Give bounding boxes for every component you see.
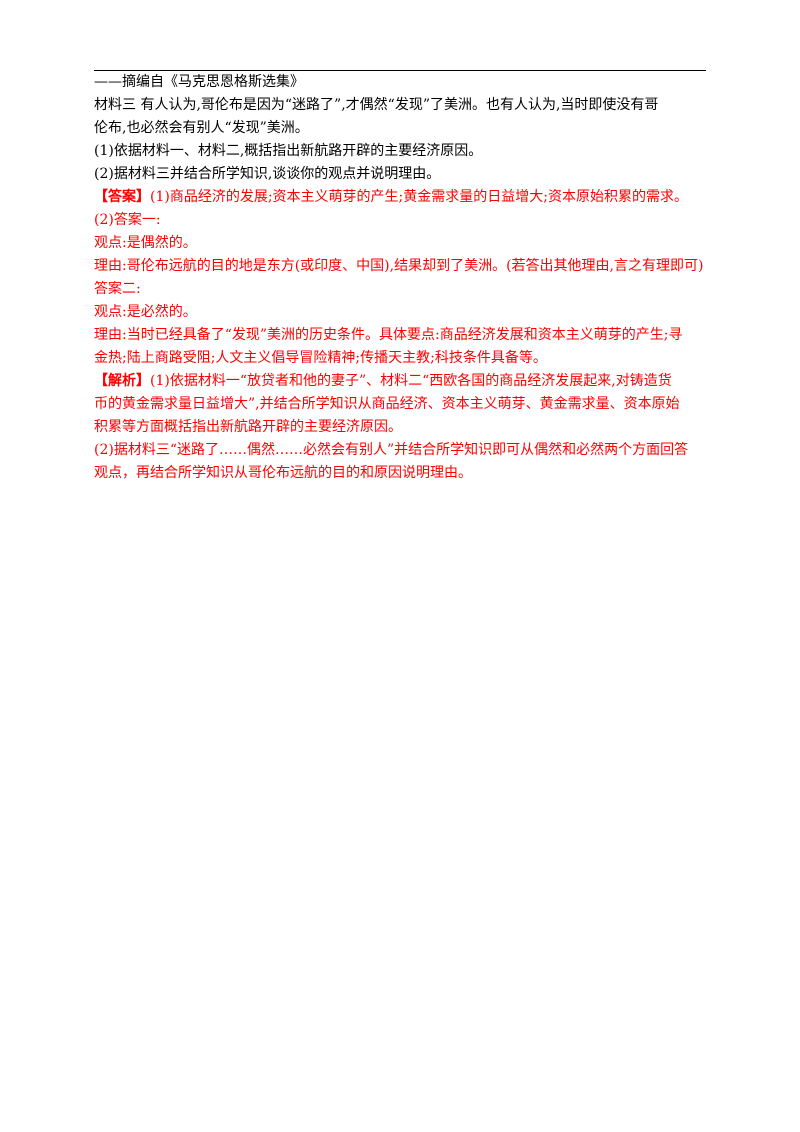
answer-q1-line: 【答案】(1)商品经济的发展;资本主义萌芽的产生;黄金需求量的日益增大;资本原始… <box>94 186 706 209</box>
answer-opinion-1: 观点:是偶然的。 <box>94 235 197 251</box>
question-1: (1)依据材料一、材料二,概括指出新航路开辟的主要经济原因。 <box>94 143 483 159</box>
source-line: ——摘编自《马克思恩格斯选集》 <box>94 74 304 90</box>
answer-tag: 【答案】 <box>94 189 150 205</box>
analysis-text-1: (1)依据材料一“放贷者和他的妻子”、材料二“西欧各国的商品经济发展起来,对铸造… <box>150 373 672 389</box>
top-rule <box>94 70 706 71</box>
answer-q2-header: (2)答案一: <box>94 212 161 228</box>
material3-line-2: 伦布,也必然会有别人“发现”美洲。 <box>94 120 309 136</box>
analysis-line-4: (2)据材料三“迷路了……偶然……必然会有别人”并结合所学知识即可从偶然和必然两… <box>94 442 689 458</box>
answer-opinion-2: 观点:是必然的。 <box>94 304 197 320</box>
answer-reason-1: 理由:哥伦布远航的目的地是东方(或印度、中国),结果却到了美洲。(若答出其他理由… <box>94 258 704 274</box>
analysis-tag: 【解析】 <box>94 373 150 389</box>
material3-line-1: 材料三 有人认为,哥伦布是因为“迷路了”,才偶然“发现”了美洲。也有人认为,当时… <box>94 97 659 113</box>
document-content: ——摘编自《马克思恩格斯选集》 材料三 有人认为,哥伦布是因为“迷路了”,才偶然… <box>94 71 706 485</box>
question-2: (2)据材料三并结合所学知识,谈谈你的观点并说明理由。 <box>94 166 441 182</box>
answer-reason-2-line-1: 理由:当时已经具备了“发现”美洲的历史条件。具体要点:商品经济发展和资本主义萌芽… <box>94 327 683 343</box>
answer-2-header: 答案二: <box>94 281 141 297</box>
analysis-line-5: 观点，再结合所学知识从哥伦布远航的目的和原因说明理由。 <box>94 465 472 481</box>
analysis-line-2: 币的黄金需求量日益增大”,并结合所学知识从商品经济、资本主义萌芽、黄金需求量、资… <box>94 396 680 412</box>
answer-q1: (1)商品经济的发展;资本主义萌芽的产生;黄金需求量的日益增大;资本原始积累的需… <box>150 189 688 205</box>
answer-reason-2-line-2: 金热;陆上商路受阻;人文主义倡导冒险精神;传播天主教;科技条件具备等。 <box>94 350 547 366</box>
analysis-line-1: 【解析】(1)依据材料一“放贷者和他的妻子”、材料二“西欧各国的商品经济发展起来… <box>94 370 706 393</box>
analysis-line-3: 积累等方面概括指出新航路开辟的主要经济原因。 <box>94 419 402 435</box>
